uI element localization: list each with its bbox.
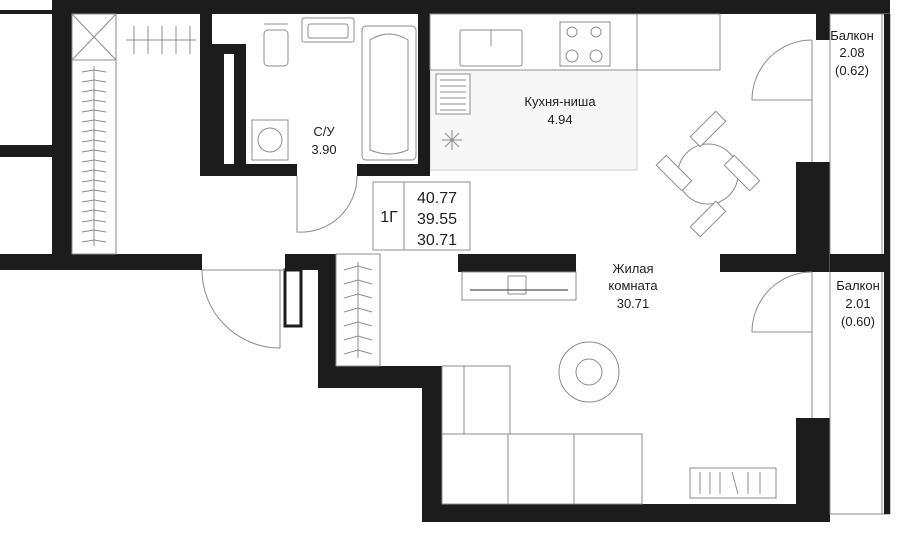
wardrobe: [71, 13, 196, 255]
walls: [52, 0, 890, 522]
bathroom-area: 3.90: [311, 142, 336, 157]
balcony-top-area-reduced: (0.62): [835, 63, 869, 78]
balcony-bottom-area-reduced: (0.60): [841, 314, 875, 329]
living-name-line2: комната: [608, 278, 658, 293]
kitchen-name: Кухня-ниша: [524, 94, 596, 109]
entry-door: [201, 269, 285, 349]
balcony-bottom-area: 2.01: [845, 296, 870, 311]
apartment-living-area: 30.71: [417, 232, 457, 249]
kitchen-fixtures: [429, 13, 761, 238]
balconies: [751, 13, 891, 515]
apartment-total-area: 40.77: [417, 190, 457, 207]
balcony-top-name: Балкон: [830, 28, 874, 43]
balcony-bottom-name: Балкон: [836, 278, 880, 293]
bathroom-name: С/У: [313, 124, 335, 139]
living-area: 30.71: [617, 296, 650, 311]
balcony-top-area: 2.08: [839, 45, 864, 60]
apartment-type: 1Г: [380, 209, 398, 226]
left-storage: [0, 10, 56, 270]
apartment-info: [372, 181, 471, 251]
living-name-line1: Жилая: [612, 261, 653, 276]
door-frame: [283, 268, 303, 328]
kitchen-area: 4.94: [547, 112, 572, 127]
apartment-area-without-balcony: 39.55: [417, 211, 457, 228]
bathroom-fixtures: [251, 17, 417, 233]
living-furniture: [335, 253, 777, 505]
